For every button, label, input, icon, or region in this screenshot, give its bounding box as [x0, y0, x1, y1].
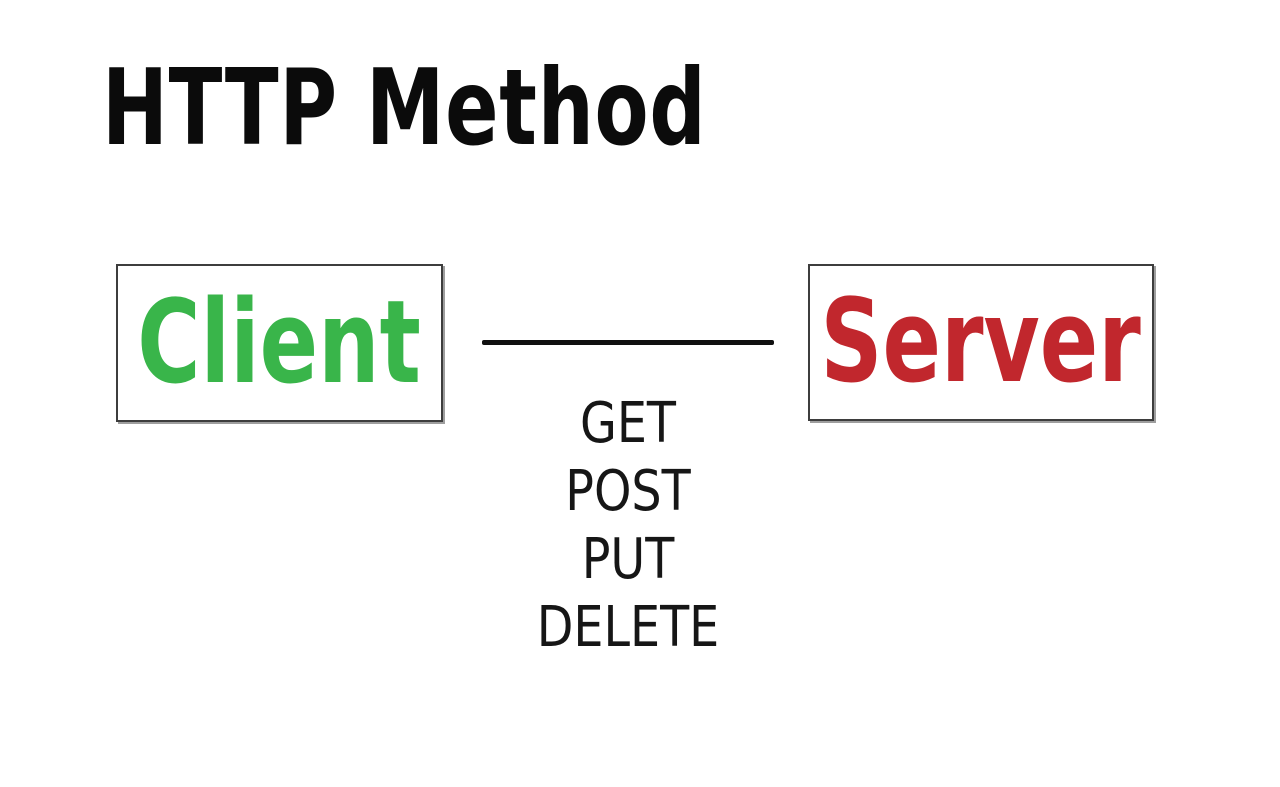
method-put: PUT [581, 527, 675, 592]
server-label: Server [820, 275, 1142, 409]
client-label: Client [137, 275, 422, 410]
server-node-box: Server [808, 264, 1154, 421]
method-get: GET [579, 391, 677, 456]
client-server-connector-line [482, 340, 774, 345]
http-methods-list: GET POST PUT DELETE [478, 390, 778, 662]
method-delete: DELETE [536, 595, 720, 660]
diagram-title: HTTP Method [102, 47, 707, 169]
client-node-box: Client [116, 264, 443, 422]
method-post: POST [565, 459, 691, 524]
